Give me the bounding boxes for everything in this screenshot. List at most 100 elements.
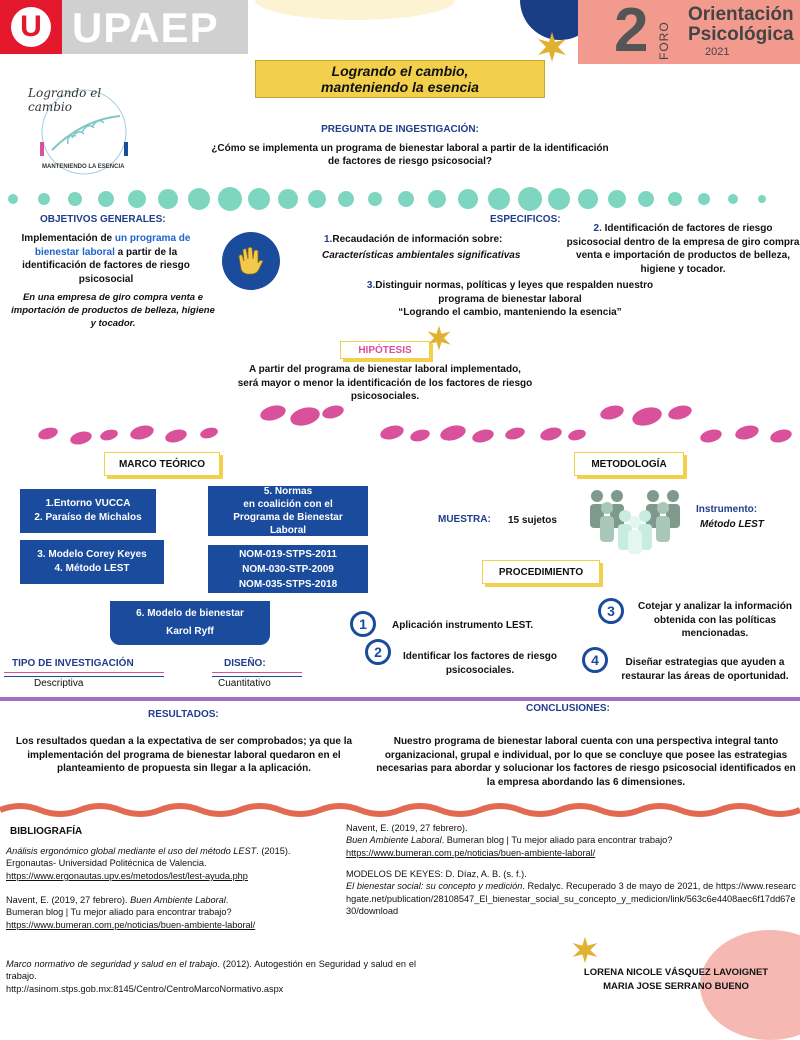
step-2-num: 2 bbox=[374, 644, 382, 660]
tipo-value: Descriptiva bbox=[34, 678, 84, 689]
marco-box-2: 3. Modelo Corey Keyes 4. Método LEST bbox=[20, 540, 164, 584]
step-3-text: Cotejar y analizar la información obteni… bbox=[638, 601, 792, 639]
mint-dot bbox=[128, 190, 146, 208]
star-icon bbox=[538, 32, 566, 62]
especifico-3: 3.Distinguir normas, políticas y leyes q… bbox=[330, 279, 690, 320]
objetivos-heading: OBJETIVOS GENERALES: bbox=[40, 214, 166, 225]
instrumento-value: Método LEST bbox=[700, 519, 764, 530]
step-1-text: Aplicación instrumento LEST. bbox=[392, 620, 534, 631]
pink-blob bbox=[258, 402, 288, 424]
ref-1-link[interactable]: https://www.ergonautas.upv.es/metodos/le… bbox=[6, 870, 248, 881]
metodologia-heading: METODOLOGÍA bbox=[574, 452, 684, 476]
ref-3-rest: . (2012). Autogestión en Seguridad y sal… bbox=[6, 959, 416, 982]
ref-2-pre: Navent, E. (2019, 27 febrero). bbox=[6, 895, 131, 905]
mint-dot bbox=[458, 189, 478, 209]
mint-dot bbox=[68, 192, 82, 206]
resultados-text: Los resultados quedan a la expectativa d… bbox=[15, 736, 353, 774]
ref-5-rest: . Redalyc. Recuperado 3 de mayo de 2021,… bbox=[346, 881, 796, 917]
instrumento-label: Instrumento: bbox=[696, 504, 758, 515]
especifico-2: 2. Identificación de factores de riesgo … bbox=[566, 222, 800, 276]
marco-box-3: 5. Normas en coalición con el Programa d… bbox=[208, 486, 368, 536]
mint-dot bbox=[428, 190, 446, 208]
diseno-value: Cuantitativo bbox=[218, 678, 271, 689]
especifico-2-num: 2. bbox=[593, 223, 602, 234]
diseno-underline bbox=[212, 672, 302, 677]
marco-heading: MARCO TEÓRICO bbox=[104, 452, 220, 476]
pink-blob bbox=[199, 425, 219, 441]
people-group-icon bbox=[585, 486, 685, 561]
upaep-u-letter: U bbox=[20, 10, 42, 43]
marco-box1-line1: 1.Entorno VUCCA bbox=[45, 497, 131, 509]
ref-3-italic: Marco normativo de seguridad y salud en … bbox=[6, 959, 218, 969]
conclusiones-heading: CONCLUSIONES: bbox=[526, 703, 610, 714]
ref-2-link[interactable]: https://www.bumeran.com.pe/noticias/buen… bbox=[6, 919, 256, 930]
marco-box3-line2: en coalición con el bbox=[243, 499, 333, 510]
metodologia-heading-text: METODOLOGÍA bbox=[591, 458, 667, 470]
ref-1: Análisis ergonómico global mediante el u… bbox=[6, 845, 336, 882]
mint-dot bbox=[398, 191, 414, 207]
especifico-1-italic: Características ambientales significativ… bbox=[322, 250, 521, 261]
pink-blob bbox=[320, 403, 346, 421]
ref-3-link[interactable]: http://asinom.stps.gob.mx:8145/Centro/Ce… bbox=[6, 983, 284, 994]
especifico-1-num: 1. bbox=[324, 234, 333, 245]
marco-box3-line3: Programa de Bienestar bbox=[233, 512, 343, 523]
pink-blob bbox=[630, 404, 664, 429]
ref-4-italic: Buen Ambiente Laboral bbox=[346, 835, 442, 846]
mint-dot bbox=[548, 188, 570, 210]
step-3-num: 3 bbox=[607, 603, 615, 619]
resultados-heading: RESULTADOS: bbox=[148, 709, 219, 720]
step-1-num: 1 bbox=[359, 616, 367, 632]
star-icon bbox=[427, 325, 451, 351]
star-icon bbox=[572, 936, 598, 964]
marco-box3-line4: Laboral bbox=[269, 525, 307, 536]
pregunta-line2: de factores de riesgo psicosocial? bbox=[328, 156, 492, 167]
mint-dot bbox=[188, 188, 210, 210]
pink-blob bbox=[99, 427, 119, 443]
project-logo-bottom-text: MANTENIENDO LA ESENCIA bbox=[42, 164, 125, 170]
marco-box5-line2: Karol Ryff bbox=[166, 626, 214, 637]
mint-dot bbox=[218, 187, 242, 211]
pink-blob bbox=[378, 423, 406, 443]
ref-4-rest: . Bumeran blog | Tu mejor aliado para en… bbox=[441, 835, 673, 846]
ref-5-italic: El bienestar social: su concepto y medic… bbox=[346, 881, 523, 892]
mint-dot bbox=[98, 191, 114, 207]
marco-box5-line1: 6. Modelo de bienestar bbox=[136, 608, 244, 619]
hipotesis-heading: HIPÓTESIS bbox=[340, 341, 430, 359]
pink-blobs-divider bbox=[0, 400, 800, 450]
objetivo-general: Implementación de un programa de bienest… bbox=[6, 232, 206, 286]
marco-box4-line3: NOM-035-STPS-2018 bbox=[238, 578, 338, 590]
mint-dot bbox=[668, 192, 682, 206]
mint-dot bbox=[38, 193, 50, 205]
pink-blob bbox=[288, 404, 322, 429]
mint-dot bbox=[638, 191, 654, 207]
mint-dot bbox=[488, 188, 510, 210]
muestra-label: MUESTRA: bbox=[438, 514, 491, 525]
objetivo-general-italic: En una empresa de giro compra venta e im… bbox=[11, 292, 215, 329]
pink-blob bbox=[36, 425, 60, 442]
procedimiento-heading: PROCEDIMIENTO bbox=[482, 560, 600, 584]
mint-dot bbox=[308, 190, 326, 208]
hipotesis-heading-text: HIPÓTESIS bbox=[358, 344, 412, 356]
conclusiones-text: Nuestro programa de bienestar laboral cu… bbox=[376, 736, 796, 788]
especifico-1-text: Recaudación de información sobre: bbox=[332, 234, 503, 245]
ref-5-line1: MODELOS DE KEYES: D. Díaz, A. B. (s. f.)… bbox=[346, 869, 527, 879]
main-title: Logrando el cambio, manteniendo la esenc… bbox=[255, 60, 545, 98]
especifico-2-text: Identificación de factores de riesgo psi… bbox=[566, 223, 800, 275]
ref-2-post: . bbox=[225, 895, 229, 905]
ref-3: Marco normativo de seguridad y salud en … bbox=[6, 958, 416, 995]
hipotesis-text: A partir del programa de bienestar labor… bbox=[190, 363, 580, 404]
marco-box2-line2: 4. Método LEST bbox=[54, 563, 130, 574]
salmon-brush-divider bbox=[0, 800, 800, 820]
foro-badge bbox=[578, 0, 800, 64]
mint-dot bbox=[248, 188, 270, 210]
mint-dot bbox=[608, 190, 626, 208]
ref-2-italic: Buen Ambiente Laboral bbox=[130, 895, 226, 905]
autor-1: LORENA NICOLE VÁSQUEZ LAVOIGNET bbox=[583, 967, 769, 978]
step-4-num: 4 bbox=[591, 652, 599, 668]
project-logo: Logrando el cambio MANTENIENDO LA ESENCI… bbox=[22, 80, 146, 180]
mint-dot bbox=[8, 194, 18, 204]
especificos-heading: ESPECIFICOS: bbox=[490, 214, 561, 225]
ref-4-link[interactable]: https://www.bumeran.com.pe/noticias/buen… bbox=[346, 847, 596, 858]
step-4-badge: 4 bbox=[582, 647, 608, 673]
ref-1-italic: Análisis ergonómico global mediante el u… bbox=[6, 846, 257, 856]
